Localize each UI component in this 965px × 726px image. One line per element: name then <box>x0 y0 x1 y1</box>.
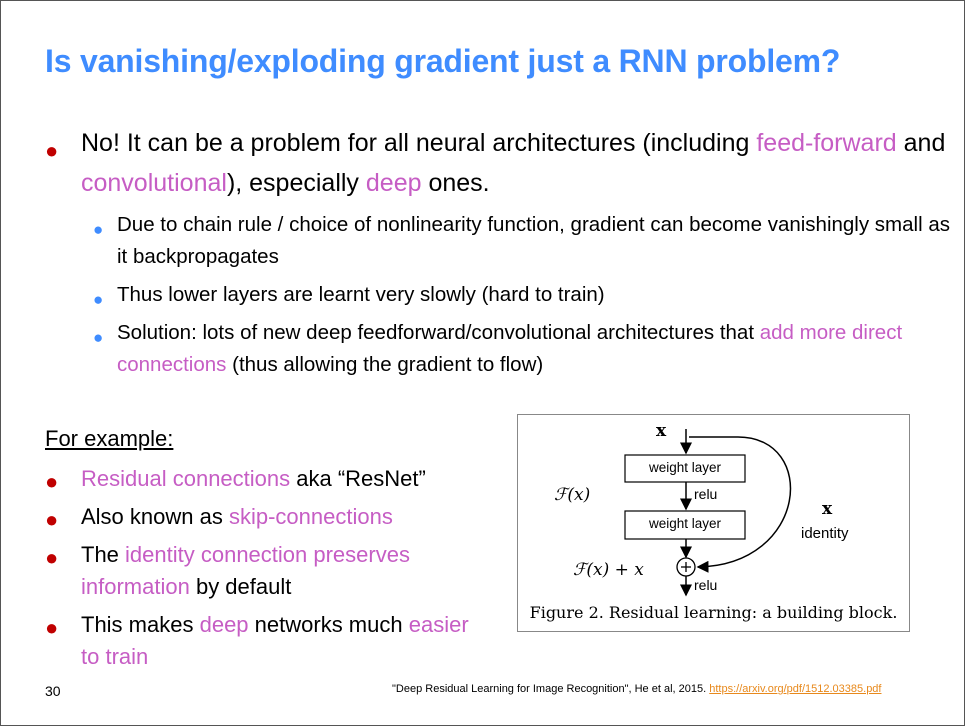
citation: "Deep Residual Learning for Image Recogn… <box>392 683 881 695</box>
fx-label: ℱ(x) <box>554 485 591 505</box>
identity-shortcut-arrow <box>689 436 792 573</box>
example-bullet-text: Also known as skip-connections <box>81 504 393 529</box>
weight-layer-box <box>624 510 746 540</box>
example-bullet: ● Also known as skip-connections <box>45 501 485 533</box>
weight-layer-box <box>624 454 746 483</box>
sub-bullet: ● Due to chain rule / choice of nonlinea… <box>45 209 950 273</box>
text-run: aka “ResNet” <box>290 466 426 491</box>
text-run: Also known as <box>81 504 229 529</box>
sub-bullet-text: Thus lower layers are learnt very slowly… <box>117 283 605 306</box>
residual-block-diagram <box>624 429 792 597</box>
bullet-dot: ● <box>45 615 59 640</box>
bullet-dot: ● <box>45 545 59 570</box>
input-label: x <box>656 421 667 441</box>
text-run: The <box>81 542 126 567</box>
highlighted-text: deep <box>199 612 249 637</box>
highlighted-text: convolutional <box>81 169 227 197</box>
highlighted-text: Residual connections <box>81 466 291 491</box>
relu-label: relu <box>694 486 718 502</box>
highlighted-text: add more direct connections <box>117 321 903 376</box>
example-bullet-text: This makes deep networks much easier to … <box>81 612 469 669</box>
text-run: ), especially <box>226 169 366 197</box>
bullet-dot: ● <box>93 328 104 347</box>
sum-label: ℱ(x) + x <box>573 560 644 580</box>
text-run: and <box>896 129 946 157</box>
main-bullet-text: No! It can be a problem for all neural a… <box>81 129 945 197</box>
text-run: ones. <box>421 169 490 197</box>
example-bullet: ● The identity connection preserves info… <box>45 539 485 603</box>
main-content: ● No! It can be a problem for all neural… <box>45 123 950 381</box>
sub-bullet-text: Due to chain rule / choice of nonlineari… <box>117 213 950 268</box>
shortcut-x-label: x <box>822 499 833 519</box>
resnet-figure: x weight layer relu weight layer relu ℱ(… <box>517 414 910 632</box>
bullet-dot: ● <box>45 469 59 494</box>
page-number: 30 <box>45 683 61 699</box>
text-run: (thus allowing the gradient to flow) <box>226 353 544 376</box>
text-run: networks much <box>248 612 409 637</box>
example-bullet: ● This makes deep networks much easier t… <box>45 609 485 673</box>
example-bullet-text: The identity connection preserves inform… <box>81 542 410 599</box>
example-list: ● Residual connections aka “ResNet” ● Al… <box>45 463 485 679</box>
example-bullet-text: Residual connections aka “ResNet” <box>81 466 426 491</box>
text-run: Thus lower layers are learnt very slowly… <box>117 283 605 306</box>
sub-bullet-text: Solution: lots of new deep feedforward/c… <box>117 321 902 376</box>
citation-link[interactable]: https://arxiv.org/pdf/1512.03385.pdf <box>709 683 882 695</box>
bullet-dot: ● <box>45 507 59 532</box>
weight-layer-label: weight layer <box>648 460 722 475</box>
text-run: This makes <box>81 612 200 637</box>
highlighted-text: identity connection preserves informatio… <box>81 542 410 599</box>
bullet-dot: ● <box>93 220 104 239</box>
main-bullet: ● No! It can be a problem for all neural… <box>45 123 950 203</box>
text-run: Due to chain rule / choice of nonlineari… <box>117 213 950 268</box>
example-heading: For example: <box>45 426 174 451</box>
weight-layer-label: weight layer <box>648 516 722 531</box>
highlighted-text: skip-connections <box>228 504 393 529</box>
highlighted-text: deep <box>365 169 422 197</box>
figure-caption: Figure 2. Residual learning: a building … <box>529 603 898 622</box>
identity-label: identity <box>801 525 849 542</box>
highlighted-text: easier to train <box>81 612 469 669</box>
relu-label: relu <box>694 577 718 593</box>
citation-text: "Deep Residual Learning for Image Recogn… <box>392 683 710 695</box>
text-run: by default <box>189 574 292 599</box>
bullet-dot: ● <box>93 290 104 309</box>
slide-title: Is vanishing/exploding gradient just a R… <box>45 43 841 79</box>
text-run: Solution: lots of new deep feedforward/c… <box>117 321 760 344</box>
example-bullet: ● Residual connections aka “ResNet” <box>45 463 485 495</box>
bullet-dot: ● <box>45 138 59 163</box>
sub-bullet: ● Solution: lots of new deep feedforward… <box>45 317 950 381</box>
text-run: No! It can be a problem for all neural a… <box>81 129 757 157</box>
sub-bullet: ● Thus lower layers are learnt very slow… <box>45 279 950 311</box>
highlighted-text: feed-forward <box>756 129 897 157</box>
